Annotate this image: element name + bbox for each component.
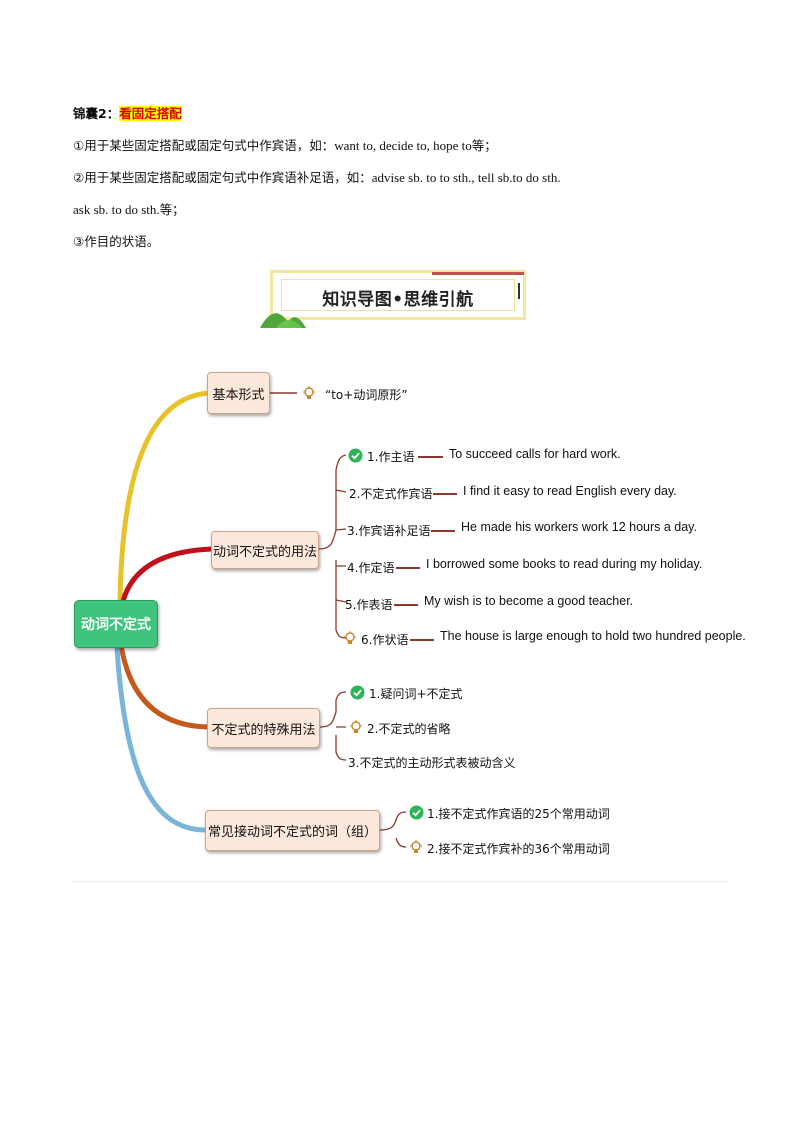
- check-icon: [409, 805, 424, 820]
- usage-dash-3: [431, 530, 455, 532]
- usage-example-3: He made his workers work 12 hours a day.: [461, 520, 697, 534]
- bulb-icon: [350, 720, 362, 733]
- leaf-basic-form: “to+动词原形”: [325, 388, 408, 402]
- usage-example-1: To succeed calls for hard work.: [449, 447, 621, 461]
- bulb-icon: [344, 631, 356, 644]
- usage-leaf-3: 3.作宾语补足语: [347, 524, 431, 538]
- rule-item-2: ②用于某些固定搭配或固定句式中作宾语补足语，如：advise sb. to to…: [73, 167, 561, 186]
- banner: 知识导图•思维引航: [270, 270, 526, 320]
- usage-dash-1: [418, 456, 443, 458]
- rule-item-3: ③作目的状语。: [73, 234, 160, 249]
- rule-item-2-examples: advise sb. to to sth., tell sb.to do sth…: [371, 170, 561, 185]
- bracket-special: [319, 691, 347, 761]
- usage-example-2: I find it easy to read English every day…: [463, 484, 677, 498]
- usage-leaf-2: 2.不定式作宾语: [349, 487, 433, 501]
- bracket-common: [379, 811, 407, 848]
- page-divider: [70, 881, 730, 882]
- branch-node-basic: 基本形式: [207, 372, 270, 414]
- section-heading: 锦囊2：看固定搭配: [73, 103, 182, 122]
- common-leaf-1: 1.接不定式作宾语的25个常用动词: [427, 807, 610, 821]
- check-icon: [348, 448, 363, 463]
- usage-dash-6: [410, 639, 434, 641]
- special-leaf-2: 2.不定式的省略: [367, 722, 451, 736]
- usage-leaf-6: 6.作状语: [361, 633, 409, 647]
- heading-prefix: 锦囊2：: [73, 106, 120, 121]
- usage-dash-4: [396, 567, 420, 569]
- rule-item-2-cont: ask sb. to do sth.等；: [73, 199, 185, 218]
- rule-item-2-cont-text: ask sb. to do sth.: [73, 202, 160, 217]
- branch-line-usage: [119, 546, 215, 608]
- heading-highlight: 看固定搭配: [119, 106, 182, 121]
- branch-node-common: 常见接动词不定式的词（组）: [205, 810, 380, 851]
- check-icon: [350, 685, 365, 700]
- usage-dash-5: [394, 604, 418, 606]
- branch-line-basic: [117, 390, 213, 605]
- special-leaf-1: 1.疑问词+不定式: [369, 687, 463, 701]
- banner-title: 知识导图•思维引航: [322, 290, 474, 310]
- bracket-usage: [318, 454, 347, 639]
- special-leaf-3: 3.不定式的主动形式表被动含义: [348, 756, 516, 770]
- banner-accent-line: [432, 272, 524, 275]
- banner-accent-tick: [518, 283, 520, 299]
- branch-node-usage: 动词不定式的用法: [211, 531, 319, 569]
- usage-example-6: The house is large enough to hold two hu…: [440, 629, 746, 643]
- bulb-icon: [303, 386, 315, 399]
- rule-item-2-text: ②用于某些固定搭配或固定句式中作宾语补足语，如：: [73, 170, 372, 185]
- banner-inner-frame: [281, 279, 515, 311]
- usage-example-5: My wish is to become a good teacher.: [424, 594, 634, 608]
- usage-leaf-1: 1.作主语: [367, 450, 415, 464]
- root-node: 动词不定式: [74, 600, 158, 648]
- rule-item-1: ①用于某些固定搭配或固定句式中作宾语，如：want to, decide to,…: [73, 135, 497, 154]
- mountain-icon: [260, 313, 306, 328]
- rule-item-1-examples: want to, decide to, hope to: [334, 138, 472, 153]
- usage-leaf-5: 5.作表语: [345, 598, 393, 612]
- usage-leaf-4: 4.作定语: [347, 561, 395, 575]
- rule-item-1-tail: 等；: [471, 138, 497, 153]
- branch-line-common: [114, 645, 209, 833]
- branch-line-special: [118, 642, 211, 730]
- common-leaf-2: 2.接不定式作宾补的36个常用动词: [427, 842, 610, 856]
- usage-example-4: I borrowed some books to read during my …: [426, 557, 703, 571]
- usage-dash-2: [433, 493, 457, 495]
- bulb-icon: [410, 840, 422, 853]
- rule-item-1-text: ①用于某些固定搭配或固定句式中作宾语，如：: [73, 138, 335, 153]
- branch-node-special: 不定式的特殊用法: [207, 708, 320, 748]
- rule-item-2-tail: 等；: [159, 202, 185, 217]
